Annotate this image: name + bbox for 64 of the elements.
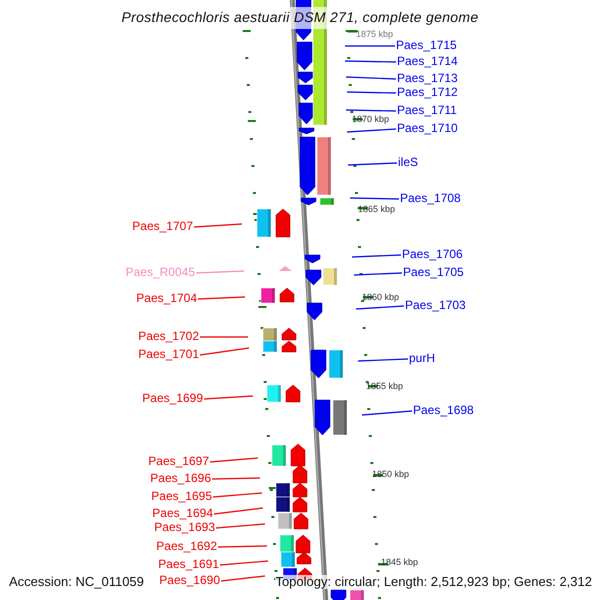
- title: Prosthecochloris aestuarii DSM 271, complete genome: [120, 10, 480, 24]
- leader-line: [344, 60, 396, 63]
- gene-label: Paes_1690: [159, 573, 220, 587]
- gene-label: Paes_1694: [152, 506, 213, 520]
- gene-label: Paes_1692: [156, 539, 217, 553]
- scale-label: 1865 kbp: [358, 204, 396, 214]
- genome-info-text: Topology: circular; Length: 2,512,923 bp; Genes: 2,312: [275, 575, 592, 589]
- leader-line: [216, 523, 266, 529]
- gene-label: Paes_1691: [158, 557, 219, 571]
- scale-label: 1870 kbp: [352, 114, 390, 124]
- leader-line: [346, 91, 396, 94]
- leader-line: [212, 477, 260, 480]
- leader-line: [200, 347, 250, 356]
- leader-line: [204, 395, 254, 400]
- gene-label: purH: [409, 351, 436, 365]
- gene-label: Paes_1710: [397, 121, 458, 135]
- gene-label: Paes_1696: [150, 471, 211, 485]
- gene-label: Paes_1713: [397, 71, 458, 85]
- leader-line: [218, 545, 268, 548]
- leader-line: [346, 109, 396, 112]
- gene-label: Paes_1702: [138, 329, 199, 343]
- gene-label: Paes_1693: [154, 520, 215, 534]
- leader-line: [220, 560, 268, 566]
- leader-line: [352, 254, 402, 258]
- leader-line: [214, 507, 264, 515]
- gene-label: Paes_1698: [413, 403, 474, 417]
- leader-line: [346, 76, 396, 80]
- leader-line: [198, 296, 246, 300]
- scale-label: 1875 kbp: [356, 29, 394, 39]
- gene-label: Paes_1697: [148, 454, 209, 468]
- gene-label: Paes_1701: [138, 347, 199, 361]
- leader-line: [350, 197, 400, 200]
- leader-line: [200, 336, 248, 338]
- gene-label: Paes_1712: [397, 85, 458, 99]
- leader-line: [348, 162, 398, 166]
- scale-label: 1850 kbp: [372, 469, 410, 479]
- leader-line: [358, 358, 408, 362]
- leader-line: [194, 223, 242, 228]
- gene-label: Paes_1707: [132, 219, 193, 233]
- scale-label: 1845 kbp: [381, 557, 418, 567]
- gene-label: Paes_R0045: [126, 265, 195, 279]
- leader-line: [345, 45, 395, 47]
- leader-line: [356, 305, 404, 310]
- gene-label: Paes_1714: [397, 54, 458, 68]
- leader-line: [196, 270, 244, 274]
- gene-label: ileS: [398, 155, 418, 169]
- gene-label: Paes_1695: [151, 489, 212, 503]
- gene-label: Paes_1703: [405, 298, 466, 312]
- gene-label: Paes_1715: [396, 38, 457, 52]
- gene-label: Paes_1699: [142, 391, 203, 405]
- scale-label: 1855 kbp: [366, 381, 404, 391]
- gene-label: Paes_1706: [402, 247, 463, 261]
- gene-label: Paes_1705: [403, 265, 464, 279]
- gene-label: Paes_1708: [400, 191, 461, 205]
- leader-line: [220, 575, 266, 582]
- leader-line: [212, 492, 262, 498]
- leader-line: [346, 128, 396, 133]
- gene-label: Paes_1711: [397, 103, 457, 117]
- leader-line: [210, 457, 258, 463]
- leader-line: [362, 410, 412, 416]
- scale-label: 1860 kbp: [362, 292, 400, 302]
- gene-label: Paes_1704: [136, 291, 197, 305]
- leader-line: [354, 272, 402, 276]
- accession-text: Accession: NC_011059: [9, 575, 144, 589]
